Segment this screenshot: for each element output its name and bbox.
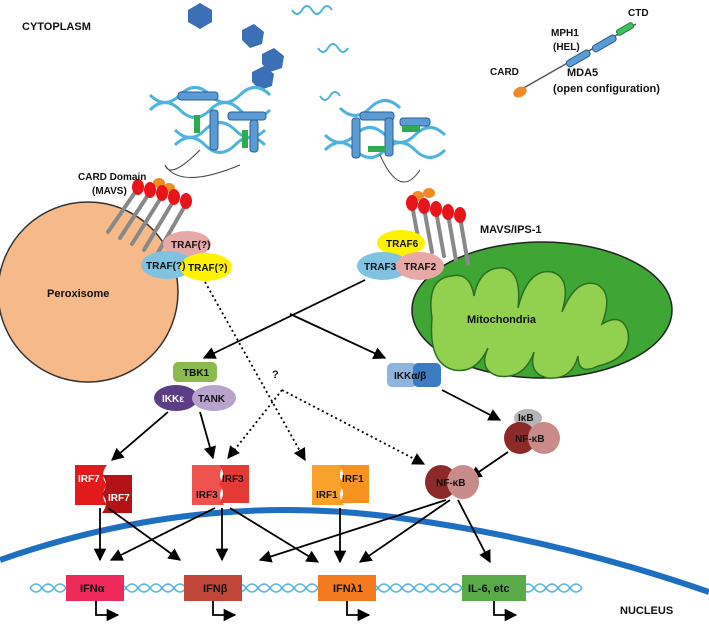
mitochondria-cristae [430, 267, 630, 379]
tss-arrow-ifnb [212, 601, 237, 622]
gene-il6 [462, 575, 526, 601]
tss-arrow-ifna [95, 601, 120, 622]
mavs-card-peroxisome [132, 179, 192, 209]
gene-ifnb [184, 575, 242, 601]
irf1-a-label: IRF1 [342, 474, 364, 485]
mda5-title: MDA5 [567, 67, 598, 79]
question-mark-label: ? [272, 369, 279, 381]
tss-arrow-il6 [493, 601, 518, 622]
ikka [387, 363, 417, 387]
mavs-mito [410, 203, 470, 266]
ikke-label: IKKε [162, 394, 184, 405]
traf-peroxisome-left-label: TRAF(?) [146, 261, 185, 272]
card-domain-icon [513, 86, 527, 98]
irf3-b-label: IRF3 [196, 490, 218, 501]
arrow-dotted-to-nfkb [281, 389, 426, 465]
arrow-nfkb-to-ifnb [258, 499, 447, 563]
mavs-card-mito [406, 195, 466, 223]
arrow-tbk1-to-irf3 [199, 411, 216, 460]
nfkb-inactive-label: NF-κB [515, 434, 544, 445]
gene-ifnb-label: IFNβ [203, 583, 228, 595]
traf6 [377, 230, 425, 256]
traf3 [357, 252, 409, 280]
nuclear-membrane [0, 507, 709, 595]
tank [192, 385, 236, 411]
traf-peroxisome-right [180, 253, 232, 281]
mda5-rna-complex-right [323, 99, 447, 201]
irf7-b-label: IRF7 [108, 493, 130, 504]
traf3-label: TRAF3 [364, 262, 397, 273]
irf3-a-label: IRF3 [222, 474, 244, 485]
traf6-label: TRAF6 [386, 239, 419, 250]
card-domain-label: CARD Domain [78, 172, 146, 183]
mda5-subtitle: (open configuration) [553, 83, 660, 95]
tbk1 [173, 362, 217, 382]
arrow-nfkb-to-il6 [457, 499, 491, 564]
arrow-dotted-to-irf3 [227, 389, 283, 459]
peroxisome-label: Peroxisome [47, 288, 109, 300]
nfkb-active-label: NF-κB [436, 478, 465, 489]
ikkb [413, 363, 441, 387]
peroxisome [0, 201, 179, 383]
arrow-irf7-to-ifnb [107, 507, 182, 561]
gene-ifna-label: IFNα [80, 583, 105, 595]
tss-arrow-ifnl1 [346, 601, 371, 622]
traf-peroxisome-right-label: TRAF(?) [188, 263, 227, 274]
gene-ifnl1-label: IFNλ1 [333, 583, 363, 595]
mavs-ips1-label: MAVS/IPS-1 [480, 224, 542, 236]
mda5-legend: CTD MPH1 (HEL) CARD MDA5 (open configura… [490, 8, 660, 98]
traf-peroxisome-left [141, 251, 193, 279]
traf2-label: TRAF2 [404, 262, 437, 273]
tank-label: TANK [198, 394, 226, 405]
nfkb-p50-active [447, 465, 479, 499]
cytoplasm-label: CYTOPLASM [22, 21, 91, 33]
irf1-b-label: IRF1 [316, 490, 338, 501]
tbk1-label: TBK1 [183, 368, 210, 379]
mda5-hel-label: (HEL) [553, 42, 580, 53]
arrow-traf-to-ikk [289, 313, 387, 359]
mda5-rna-complex-left [148, 86, 272, 193]
mda5-mph1-label: MPH1 [551, 28, 579, 39]
traf-peroxisome-top-label: TRAF(?) [171, 240, 210, 251]
traf2 [396, 252, 444, 280]
irf7-dimer [75, 465, 132, 513]
nfkb-p65-inactive [504, 422, 536, 454]
mda5-ctd-label: CTD [628, 8, 649, 19]
nfkb-p50-inactive [528, 422, 560, 454]
mitochondria-label: Mitochondria [467, 314, 537, 326]
arrow-traf-to-tbk1 [202, 279, 366, 359]
viral-rna-icon [291, 5, 349, 101]
irf1-dimer [312, 465, 369, 505]
arrow-irf3-to-ifna [109, 507, 216, 561]
ikkab-label: IKKα/β [394, 371, 426, 382]
ikb-label: IκB [518, 413, 534, 424]
arrow-tbk1-to-irf7 [111, 411, 169, 461]
nucleus-label: NUCLEUS [620, 605, 673, 617]
gene-il6-label: IL-6, etc [468, 583, 510, 595]
irf7-a-label: IRF7 [78, 474, 100, 485]
mavs-peroxisome [106, 186, 188, 258]
arrow-peroxisome-traf-to-irf1 [204, 281, 306, 462]
traf-peroxisome-top [163, 231, 211, 257]
gene-ifnl1 [318, 575, 376, 601]
arrow-nfkb-to-ifnl [358, 499, 451, 563]
irf3-dimer [192, 465, 249, 505]
mavs-label: (MAVS) [92, 186, 127, 197]
gene-ifna [66, 575, 124, 601]
mda5-card-label: CARD [490, 67, 519, 78]
arrow-ikk-to-ikb [441, 389, 502, 421]
arrow-irf3-to-ifnl [229, 507, 320, 563]
virus-particles-icon [188, 3, 284, 90]
nfkb-p65-active [425, 465, 457, 499]
ikke [154, 385, 198, 411]
